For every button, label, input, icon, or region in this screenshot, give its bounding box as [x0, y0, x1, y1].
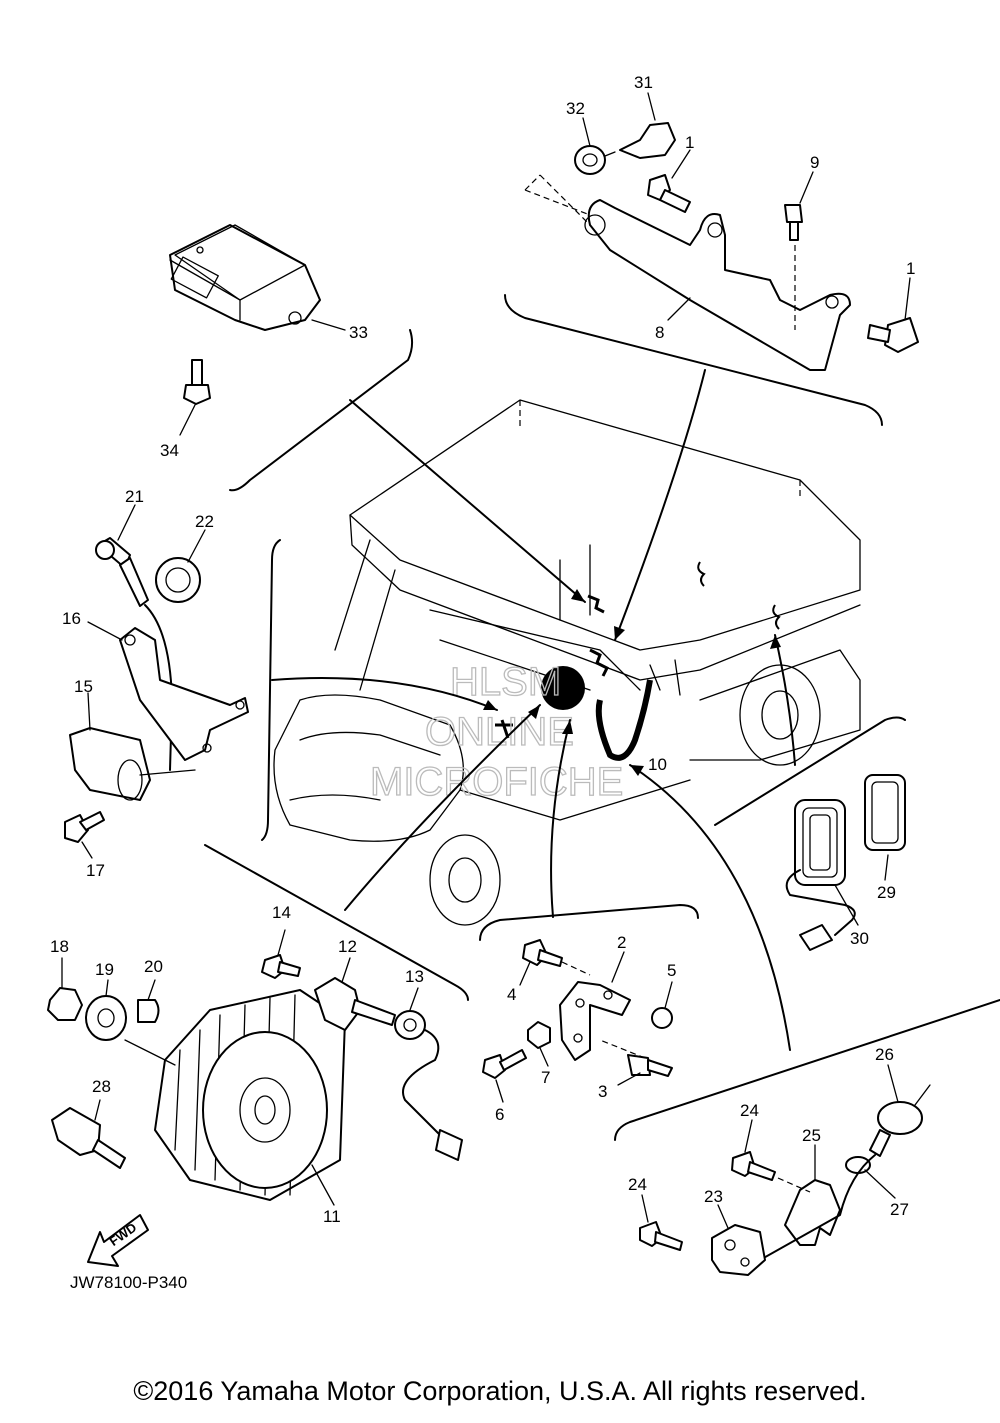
callout-24: 24	[740, 1101, 759, 1120]
callout-20: 20	[144, 957, 163, 976]
pickup-bracket-group	[482, 939, 673, 1103]
callout-5: 5	[667, 961, 676, 980]
sensor-group	[639, 1064, 931, 1276]
rectifier-group	[785, 774, 906, 951]
callout-17: 17	[86, 861, 105, 880]
callout-30: 30	[850, 929, 869, 948]
callout-25: 25	[802, 1126, 821, 1145]
callout-27: 27	[890, 1200, 909, 1219]
flywheel	[154, 989, 346, 1201]
callout-7: 7	[541, 1068, 550, 1087]
callout-labels: 31 32 1 9 1 8 33 34 21 22 16 15 17 10 29…	[50, 73, 915, 1226]
callout-21: 21	[125, 487, 144, 506]
callout-26: 26	[875, 1045, 894, 1064]
callout-15: 15	[74, 677, 93, 696]
diagram-canvas: HLSM ONLINE MICROFICHE	[47, 73, 1000, 1292]
group-brackets	[204, 294, 1000, 1141]
drawing-code: JW78100-P340	[70, 1273, 187, 1292]
svg-text:ONLINE: ONLINE	[425, 710, 574, 754]
callout-24: 24	[628, 1175, 647, 1194]
callout-34: 34	[160, 441, 179, 460]
svg-text:HLSM: HLSM	[450, 660, 561, 704]
callout-14: 14	[272, 903, 291, 922]
copyright-notice: ©2016 Yamaha Motor Corporation, U.S.A. A…	[133, 1376, 867, 1406]
callout-3: 3	[598, 1082, 607, 1101]
leader-arrows	[271, 369, 796, 1051]
ecu-group	[169, 224, 346, 436]
callout-31: 31	[634, 73, 653, 92]
callout-16: 16	[62, 609, 81, 628]
golf-cart-outline	[273, 399, 861, 926]
callout-13: 13	[405, 967, 424, 986]
callout-2: 2	[617, 933, 626, 952]
svg-text:MICROFICHE: MICROFICHE	[370, 760, 623, 804]
bracket-group	[524, 92, 919, 371]
callout-10: 10	[648, 755, 667, 774]
flywheel-group	[47, 929, 463, 1206]
callout-12: 12	[338, 937, 357, 956]
callout-11: 11	[323, 1207, 341, 1226]
ignition-coil-group	[64, 504, 249, 859]
callout-4: 4	[507, 985, 516, 1004]
callout-29: 29	[877, 883, 896, 902]
callout-33: 33	[349, 323, 368, 342]
callout-28: 28	[92, 1077, 111, 1096]
callout-32: 32	[566, 99, 585, 118]
watermark: HLSM ONLINE MICROFICHE	[369, 659, 624, 804]
callout-22: 22	[195, 512, 214, 531]
forward-arrow-icon: FWD	[87, 1214, 149, 1267]
callout-19: 19	[95, 960, 114, 979]
callout-1: 1	[906, 259, 915, 278]
callout-18: 18	[50, 937, 69, 956]
callout-1: 1	[685, 133, 694, 152]
callout-8: 8	[655, 323, 664, 342]
callout-9: 9	[810, 153, 819, 172]
callout-6: 6	[495, 1105, 504, 1124]
callout-23: 23	[704, 1187, 723, 1206]
